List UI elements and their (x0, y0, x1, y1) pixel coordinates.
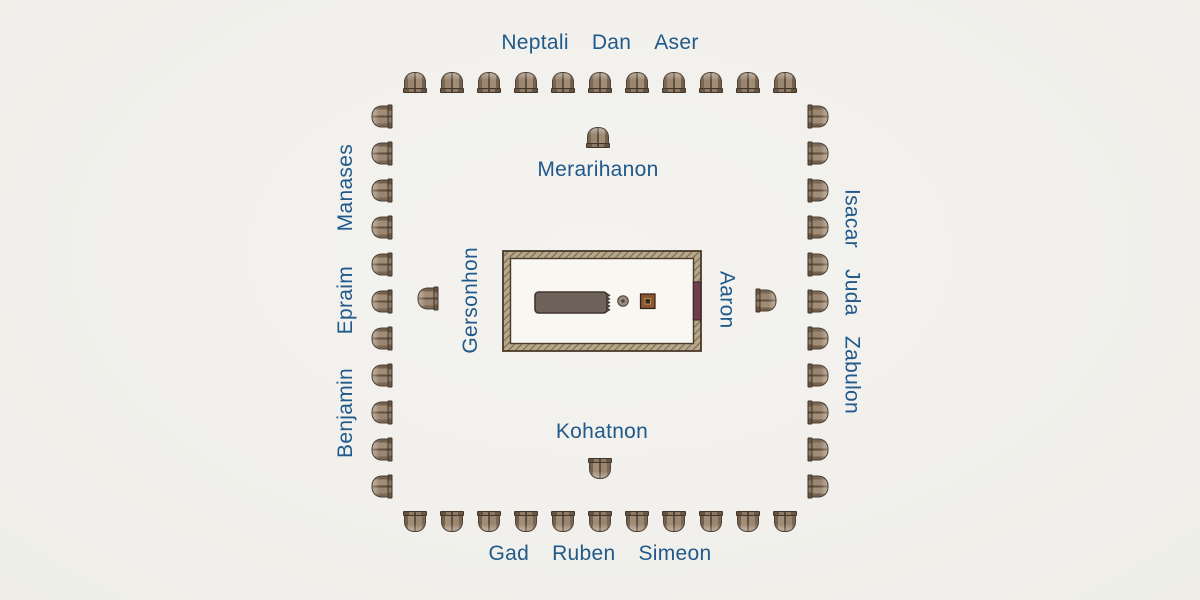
tribe-name-juda: Juda (840, 268, 864, 316)
tribe-name-isacar: Isacar (840, 189, 864, 248)
tent-icon (403, 72, 427, 93)
tent-icon (403, 511, 427, 532)
tent-icon (372, 364, 393, 388)
tribe-name-dan: Dan (591, 31, 632, 54)
tent-icon (662, 511, 686, 532)
tent-icon (372, 475, 393, 499)
tent-icon (625, 511, 649, 532)
tribe-name-manases: Manases (333, 144, 357, 232)
tent-icon (372, 401, 393, 425)
tabernacle-tent-icon (534, 291, 611, 314)
tent-icon (808, 142, 829, 166)
kohatnon-tent-icon (588, 458, 612, 479)
tent-icon (372, 216, 393, 240)
north-tent-row (403, 72, 797, 93)
tent-icon (440, 72, 464, 93)
tent-icon (773, 511, 797, 532)
tent-icon (736, 511, 760, 532)
tent-icon (514, 511, 538, 532)
tent-icon (551, 511, 575, 532)
tent-icon (808, 105, 829, 129)
tent-icon (372, 142, 393, 166)
south-tent-row (403, 511, 797, 532)
tribe-name-ruben: Ruben (552, 542, 616, 565)
tent-icon (808, 179, 829, 203)
tent-icon (662, 72, 686, 93)
tent-icon (551, 72, 575, 93)
east-tribes-labels: Isacar Juda Zabulon (839, 189, 865, 414)
altar-icon (639, 293, 656, 310)
tent-icon (808, 364, 829, 388)
tent-icon (808, 401, 829, 425)
west-tribes-labels: Manases Epraim Benjamin (332, 144, 358, 458)
tent-icon (625, 72, 649, 93)
tent-icon (372, 179, 393, 203)
tent-icon (808, 327, 829, 351)
tent-icon (808, 253, 829, 277)
aaron-tent-icon (756, 289, 777, 313)
north-tribes-labels: Neptali Dan Aser (0, 31, 1200, 55)
tent-icon (808, 216, 829, 240)
tent-icon (477, 72, 501, 93)
levite-label-gersonhon: Gersonhon (458, 246, 482, 354)
courtyard-gate (692, 281, 702, 321)
gersonhon-tent-icon (418, 287, 439, 311)
tribe-name-benjamin: Benjamin (333, 368, 357, 458)
tribe-name-zabulon: Zabulon (840, 336, 864, 414)
levite-label-kohatnon: Kohatnon (555, 420, 649, 443)
tent-icon (372, 438, 393, 462)
tent-icon (372, 327, 393, 351)
tent-icon (699, 72, 723, 93)
tent-icon (808, 475, 829, 499)
tent-icon (477, 511, 501, 532)
tent-icon (440, 511, 464, 532)
tent-icon (372, 105, 393, 129)
tribe-name-aser: Aser (654, 31, 699, 54)
tent-icon (588, 72, 612, 93)
levite-label-merarihanon: Merarihanon (537, 158, 659, 181)
tribe-name-simeon: Simeon (638, 542, 712, 565)
laver-icon (617, 295, 629, 307)
east-tent-column (806, 106, 830, 497)
tent-icon (808, 290, 829, 314)
west-tent-column (370, 106, 394, 497)
south-tribes-labels: Gad Ruben Simeon (0, 542, 1200, 566)
tent-icon (372, 253, 393, 277)
tent-icon (514, 72, 538, 93)
tent-icon (372, 290, 393, 314)
tabernacle-courtyard (502, 250, 702, 352)
tent-icon (699, 511, 723, 532)
tent-icon (773, 72, 797, 93)
tribe-name-gad: Gad (488, 542, 530, 565)
tribe-name-epraim: Epraim (333, 265, 357, 334)
tribe-name-neptali: Neptali (501, 31, 569, 54)
tent-icon (588, 511, 612, 532)
merarihanon-tent-icon (586, 127, 610, 148)
tent-icon (808, 438, 829, 462)
tent-icon (736, 72, 760, 93)
priest-label-aaron: Aaron (715, 271, 739, 329)
